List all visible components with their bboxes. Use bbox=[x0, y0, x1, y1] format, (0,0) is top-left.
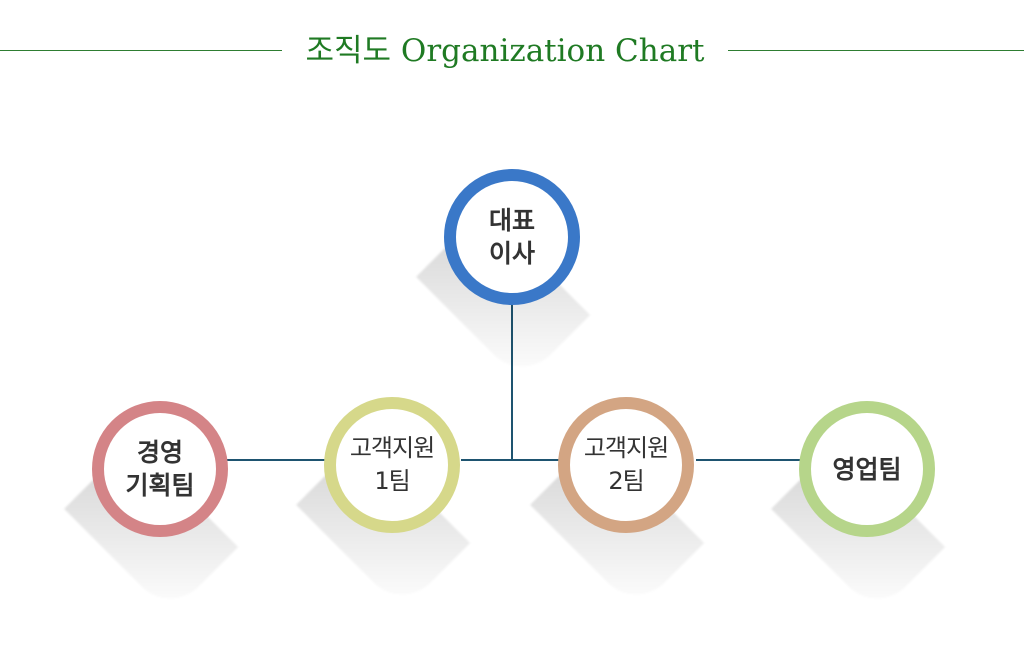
node-support2[interactable]: 고객지원 2팀 bbox=[530, 397, 705, 611]
support2-ring: 고객지원 2팀 bbox=[558, 397, 694, 533]
planning-label: 경영 기획팀 bbox=[125, 438, 195, 500]
ceo-label: 대표 이사 bbox=[488, 206, 535, 268]
sales-ring: 영업팀 bbox=[799, 401, 935, 537]
support1-ring: 고객지원 1팀 bbox=[324, 397, 460, 533]
support1-label: 고객지원 1팀 bbox=[349, 434, 435, 495]
title-rule-right bbox=[728, 50, 1024, 51]
title-rule-left bbox=[0, 50, 282, 51]
node-planning[interactable]: 경영 기획팀 bbox=[64, 401, 239, 615]
node-sales[interactable]: 영업팀 bbox=[771, 401, 946, 615]
planning-ring: 경영 기획팀 bbox=[92, 401, 228, 537]
node-ceo[interactable]: 대표 이사 bbox=[416, 169, 591, 383]
ceo-ring: 대표 이사 bbox=[444, 169, 580, 305]
support2-label: 고객지원 2팀 bbox=[583, 434, 669, 495]
sales-label: 영업팀 bbox=[832, 454, 902, 484]
node-support1[interactable]: 고객지원 1팀 bbox=[296, 397, 471, 611]
page-title: 조직도 Organization Chart bbox=[305, 33, 705, 69]
